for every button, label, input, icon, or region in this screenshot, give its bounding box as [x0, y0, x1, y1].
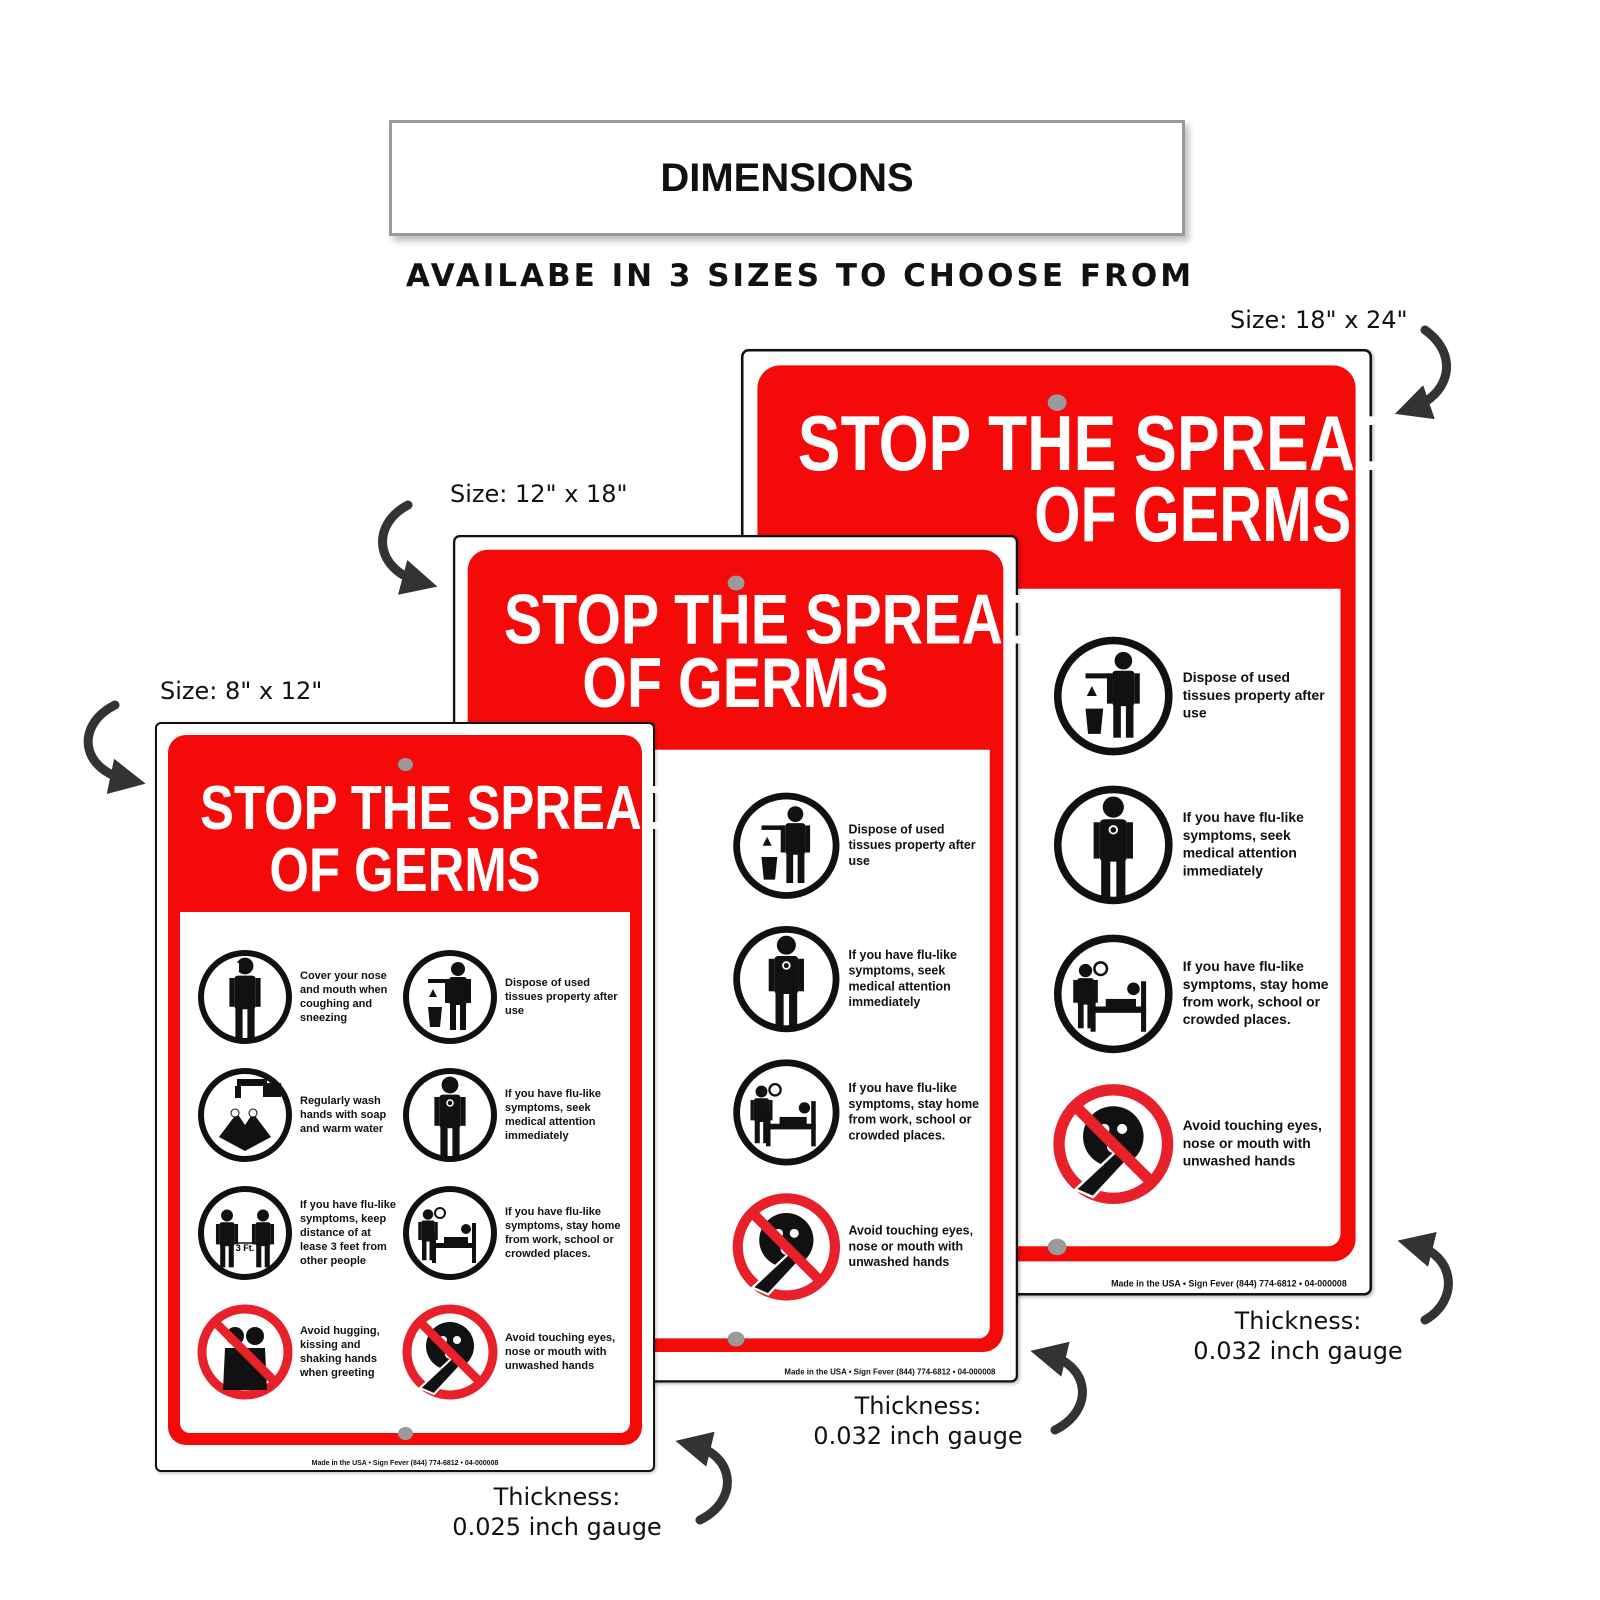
- size-label-large: Size: 18" x 24": [1230, 306, 1408, 334]
- arrow-icon: [675, 1431, 732, 1525]
- no-hugging-icon: [197, 1304, 293, 1400]
- sign-instruction-item: Avoid touching eyes, nose or mouth with …: [1050, 1081, 1366, 1207]
- stay-home-icon: [733, 1059, 840, 1166]
- dimensions-header-box: DIMENSIONS: [389, 120, 1185, 236]
- thickness-medium: Thickness:0.032 inch gauge: [788, 1391, 1048, 1451]
- sign-instruction-item: Dispose of used tissues property after u…: [1050, 633, 1366, 759]
- instruction-text: Dispose of used tissues property after u…: [848, 823, 976, 869]
- sign-instruction-item: If you have flu-like symptoms, seek medi…: [730, 923, 1013, 1036]
- instruction-text: If you have flu-like symptoms, stay home…: [505, 1206, 621, 1260]
- mounting-hole: [1047, 1238, 1067, 1256]
- sign-instruction-item: If you have flu-like symptoms, stay home…: [400, 1183, 650, 1283]
- sign-footer: Made in the USA • Sign Fever (844) 774-6…: [1111, 1280, 1347, 1290]
- thickness-label: Thickness:: [493, 1483, 621, 1511]
- mounting-hole: [727, 1331, 745, 1347]
- dispose-tissue-icon: [1053, 636, 1173, 756]
- wash-hands-icon: [198, 1068, 292, 1162]
- sign-instruction-item: If you have flu-like symptoms, stay home…: [730, 1056, 1013, 1169]
- size-label-medium: Size: 12" x 18": [450, 480, 628, 508]
- mounting-hole: [727, 575, 745, 591]
- thickness-label: Thickness:: [854, 1392, 982, 1420]
- sign-title-line2: OF GERMS: [1034, 471, 1352, 559]
- instruction-text: Avoid touching eyes, nose or mouth with …: [1182, 1118, 1322, 1170]
- arrow-icon: [83, 700, 146, 794]
- sign-instruction-item: If you have flu-like symptoms, seek medi…: [1050, 782, 1366, 908]
- sign-instruction-item: Avoid touching eyes, nose or mouth with …: [730, 1190, 1013, 1303]
- sign-title-line1: STOP THE SPREAD: [200, 774, 679, 843]
- instruction-text: If you have flu-like symptoms, seek medi…: [848, 948, 957, 1010]
- sign-footer: Made in the USA • Sign Fever (844) 774-6…: [784, 1368, 996, 1377]
- instruction-text: If you have flu-like symptoms, seek medi…: [1182, 810, 1304, 880]
- svg-text:3 Ft.: 3 Ft.: [236, 1243, 255, 1253]
- sizes-subtitle: AVAILABE IN 3 SIZES TO CHOOSE FROM: [405, 258, 1195, 294]
- sign-instruction-item: Avoid touching eyes, nose or mouth with …: [400, 1302, 650, 1402]
- no-touching-face-icon: [1053, 1084, 1174, 1205]
- sign-instruction-item: Avoid hugging, kissing and shaking hands…: [195, 1302, 445, 1402]
- sign-8x12: STOP THE SPREAD OF GERMS Made in the USA…: [155, 722, 679, 1472]
- sign-instruction-item: Regularly wash hands with soap and warm …: [195, 1065, 445, 1165]
- mounting-hole: [1047, 394, 1067, 411]
- instruction-text: If you have flu-like symptoms, stay home…: [848, 1081, 980, 1143]
- sign-title-line1: STOP THE SPREAD: [503, 581, 1045, 660]
- dispose-tissue-icon: [733, 792, 840, 899]
- sign-instruction-item: If you have flu-like symptoms, stay home…: [1050, 931, 1366, 1057]
- arrow-icon: [1397, 1231, 1453, 1325]
- sign-instruction-item: If you have flu-like symptoms, seek medi…: [400, 1065, 650, 1165]
- instruction-text: Avoid touching eyes, nose or mouth with …: [848, 1224, 974, 1270]
- no-touching-face-icon: [732, 1193, 841, 1301]
- instruction-text: Cover your nose and mouth when coughing …: [300, 970, 388, 1024]
- stay-home-icon: [403, 1186, 497, 1280]
- arrow-icon: [378, 500, 438, 595]
- sign-title-line1: STOP THE SPREAD: [797, 400, 1402, 488]
- thickness-value: 0.032 inch gauge: [813, 1422, 1023, 1450]
- mounting-hole: [398, 1427, 413, 1440]
- thickness-label: Thickness:: [1234, 1307, 1362, 1335]
- instruction-text: Avoid hugging, kissing and shaking hands…: [300, 1325, 380, 1379]
- sign-instruction-item: Dispose of used tissues property after u…: [730, 789, 1013, 902]
- sign-title-line2: OF GERMS: [269, 836, 541, 905]
- sign-footer: Made in the USA • Sign Fever (844) 774-6…: [311, 1460, 499, 1467]
- arrow-icon: [1394, 325, 1452, 420]
- thickness-value: 0.025 inch gauge: [452, 1513, 662, 1541]
- doctor-icon: [1053, 785, 1173, 905]
- sign-instruction-item: Dispose of used tissues property after u…: [400, 947, 650, 1047]
- sign-title-line2: OF GERMS: [582, 644, 889, 723]
- instruction-text: If you have flu-like symptoms, seek medi…: [505, 1088, 601, 1142]
- thickness-large: Thickness:0.032 inch gauge: [1168, 1306, 1428, 1366]
- sign-18x24: STOP THE SPREAD OF GERMS Made in the USA…: [741, 349, 1402, 1296]
- instruction-text: If you have flu-like symptoms, stay home…: [1182, 959, 1329, 1028]
- instruction-text: Dispose of used tissues property after u…: [505, 977, 618, 1017]
- instruction-text: Dispose of used tissues property after u…: [1182, 670, 1325, 722]
- sign-instruction-item: 3 Ft. If you have flu-like symptoms, kee…: [195, 1183, 445, 1283]
- thickness-value: 0.032 inch gauge: [1193, 1337, 1403, 1365]
- instruction-text: Regularly wash hands with soap and warm …: [300, 1095, 387, 1135]
- doctor-icon: [733, 925, 840, 1033]
- no-touching-face-icon: [402, 1304, 498, 1400]
- size-label-small: Size: 8" x 12": [160, 677, 323, 705]
- doctor-icon: [403, 1068, 497, 1162]
- stay-home-icon: [1053, 934, 1173, 1054]
- arrow-icon: [1030, 1341, 1087, 1435]
- distance-icon: 3 Ft.: [198, 1186, 292, 1280]
- cover-cough-icon: [198, 950, 292, 1044]
- dimensions-title: DIMENSIONS: [660, 155, 914, 200]
- mounting-hole: [398, 758, 413, 771]
- thickness-small: Thickness:0.025 inch gauge: [427, 1482, 687, 1542]
- instruction-text: Avoid touching eyes, nose or mouth with …: [505, 1332, 616, 1372]
- sign-instruction-item: Cover your nose and mouth when coughing …: [195, 947, 445, 1047]
- instruction-text: If you have flu-like symptoms, keep dist…: [300, 1199, 396, 1267]
- dispose-tissue-icon: [403, 950, 497, 1044]
